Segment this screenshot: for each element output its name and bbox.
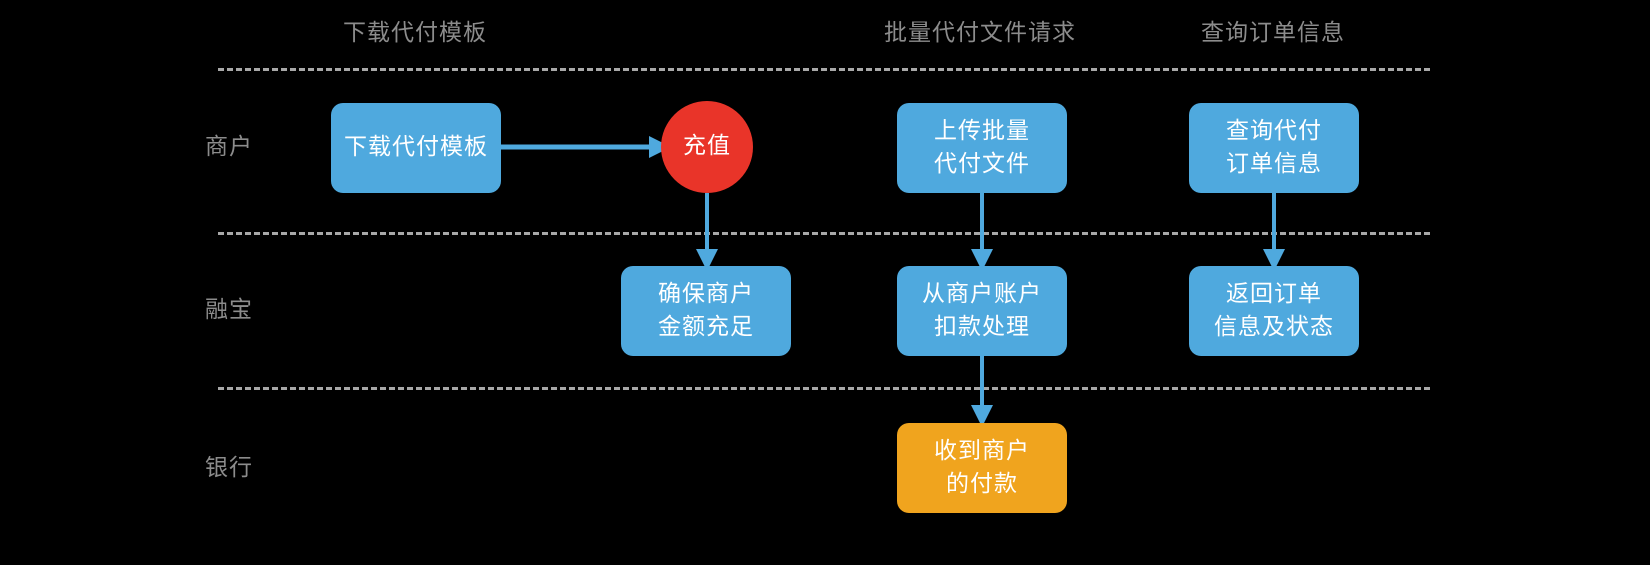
node-upload-batch-file[interactable]: 上传批量 代付文件 [897,103,1067,193]
node-label: 确保商户 金额充足 [658,280,754,340]
arrow-recharge-to-ensure-balance [693,193,721,271]
lane-label-bank: 银行 [205,455,253,481]
arrow-deduct-to-bank [968,356,996,427]
node-bank-received[interactable]: 收到商户 的付款 [897,423,1067,513]
column-header-query-order-info: 查询订单信息 [1201,20,1345,46]
node-label: 从商户账户 扣款处理 [922,280,1042,340]
node-label: 上传批量 代付文件 [934,117,1030,177]
node-query-payout-order[interactable]: 查询代付 订单信息 [1189,103,1359,193]
lane-separator-middle [218,232,1430,235]
node-download-template[interactable]: 下载代付模板 [331,103,501,193]
lane-separator-bottom [218,387,1430,390]
node-label: 充值 [683,133,731,160]
arrow-query-to-return [1260,193,1288,271]
lane-label-rongbao: 融宝 [205,297,253,323]
column-header-batch-payout-request: 批量代付文件请求 [884,20,1076,46]
node-label: 查询代付 订单信息 [1226,117,1322,177]
node-ensure-balance[interactable]: 确保商户 金额充足 [621,266,791,356]
arrow-download-to-recharge [501,133,671,161]
node-return-order-info[interactable]: 返回订单 信息及状态 [1189,266,1359,356]
node-recharge[interactable]: 充值 [661,101,753,193]
node-label: 返回订单 信息及状态 [1214,280,1334,340]
arrow-upload-to-deduct [968,193,996,271]
node-deduct-account[interactable]: 从商户账户 扣款处理 [897,266,1067,356]
lane-label-merchant: 商户 [205,134,253,160]
column-header-download-template: 下载代付模板 [343,20,487,46]
node-label: 收到商户 的付款 [934,437,1030,497]
lane-separator-top [218,68,1430,71]
node-label: 下载代付模板 [344,134,488,161]
